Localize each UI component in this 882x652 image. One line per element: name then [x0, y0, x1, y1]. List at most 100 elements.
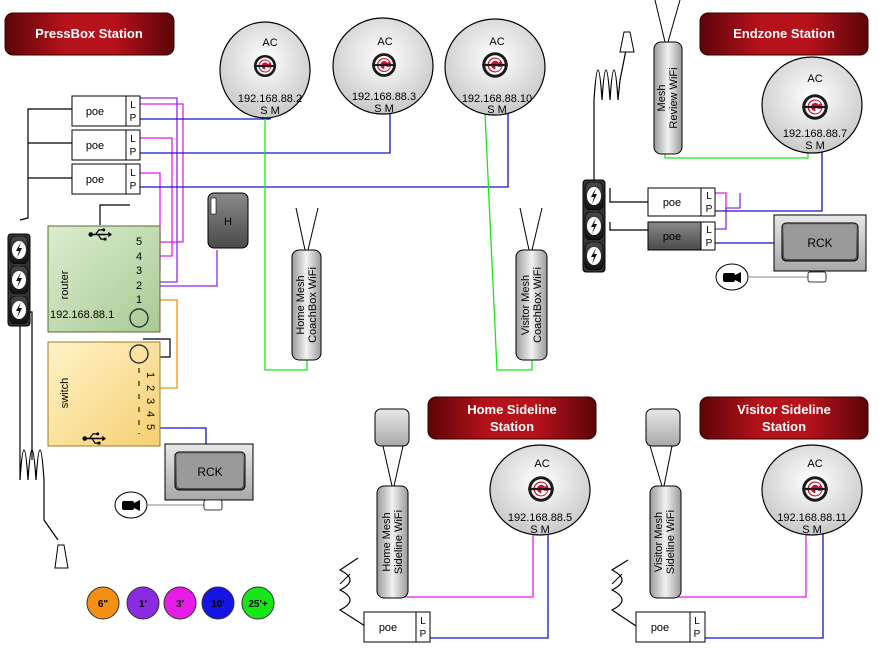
- camera-pressbox: [114, 491, 223, 519]
- svg-text:192.168.88.1: 192.168.88.1: [50, 309, 114, 321]
- svg-text:AC: AC: [807, 73, 822, 85]
- ac-logo-icon: [481, 51, 509, 79]
- ac-logo-icon: [801, 93, 829, 121]
- sideline-antenna-visitor: [645, 408, 681, 447]
- svg-text:H: H: [224, 216, 232, 228]
- svg-text:1': 1': [139, 599, 147, 610]
- svg-text:AC: AC: [377, 36, 392, 48]
- svg-text:P: P: [706, 204, 713, 215]
- svg-text:poe: poe: [379, 622, 397, 634]
- svg-text:3': 3': [176, 599, 184, 610]
- svg-text:poe: poe: [86, 174, 104, 186]
- svg-text:P: P: [130, 113, 137, 124]
- svg-text:S M: S M: [530, 524, 550, 536]
- video-camera-icon: [114, 491, 148, 519]
- poe-injector-visitor-sideline: poe L P: [635, 611, 706, 643]
- station-label-pressbox: PressBox Station: [4, 12, 175, 56]
- power-bolt-icon: [9, 236, 29, 264]
- power-bolt-icon: [9, 266, 29, 294]
- poe-injector-3: poe L P: [71, 163, 141, 195]
- svg-text:5: 5: [144, 424, 156, 430]
- poe-injector-endzone-2: poe L P: [647, 221, 716, 251]
- svg-text:Home Mesh: Home Mesh: [295, 275, 307, 334]
- svg-text:4: 4: [136, 251, 142, 263]
- svg-text:S M: S M: [802, 524, 822, 536]
- svg-text:RCK: RCK: [197, 465, 222, 479]
- access-point-7: AC 192.168.88.7 S M: [761, 56, 863, 154]
- cables-3ft: [140, 103, 807, 598]
- mesh-home-coachbox: Home Mesh CoachBox WiFi: [291, 249, 322, 361]
- power-bolt-icon: [9, 296, 29, 324]
- svg-text:S M: S M: [260, 105, 280, 117]
- legend-item-1ft: 1': [126, 586, 160, 620]
- access-point-10: AC 192.168.88.10 S M: [444, 18, 546, 116]
- svg-text:Home Sideline: Home Sideline: [467, 402, 557, 417]
- rck-unit-pressbox: RCK: [164, 443, 254, 501]
- svg-text:1: 1: [144, 372, 156, 378]
- svg-text:25'+: 25'+: [248, 599, 268, 610]
- svg-text:192.168.88.11: 192.168.88.11: [777, 512, 847, 524]
- cables-10ft: [140, 112, 824, 639]
- power-bolt-icon: [584, 212, 604, 240]
- access-point-3: AC 192.168.88.3 S M: [332, 17, 434, 115]
- svg-text:CoachBox WiFi: CoachBox WiFi: [307, 267, 319, 343]
- svg-text:PressBox Station: PressBox Station: [35, 26, 143, 41]
- camera-endzone: [715, 263, 827, 291]
- svg-text:S M: S M: [487, 104, 507, 116]
- svg-text:6": 6": [98, 599, 109, 610]
- mesh-visitor-sideline: Visitor Mesh Sideline WiFi: [649, 485, 682, 599]
- svg-text:192.168.88.2: 192.168.88.2: [238, 93, 302, 105]
- svg-text:Station: Station: [490, 419, 534, 434]
- svg-text:Visitor Mesh: Visitor Mesh: [520, 275, 532, 335]
- access-point-11: AC 192.168.88.11 S M: [761, 444, 863, 536]
- legend-item-3ft: 3': [163, 586, 197, 620]
- svg-text:AC: AC: [807, 458, 822, 470]
- svg-text:CoachBox WiFi: CoachBox WiFi: [532, 267, 544, 343]
- access-point-2: AC 192.168.88.2 S M: [219, 21, 311, 119]
- svg-text:L: L: [706, 225, 712, 236]
- legend-item-25ft: 25'+: [241, 586, 275, 620]
- svg-text:Review WiFi: Review WiFi: [668, 67, 680, 128]
- station-label-endzone: Endzone Station: [699, 12, 869, 56]
- ac-logo-icon: [801, 475, 829, 503]
- svg-text:L: L: [130, 100, 136, 111]
- station-label-home-sideline: Home Sideline Station: [427, 396, 597, 440]
- video-camera-icon: [715, 263, 749, 291]
- svg-text:poe: poe: [86, 140, 104, 152]
- poe-injector-1: poe L P: [71, 95, 141, 127]
- svg-text:switch: switch: [59, 378, 71, 409]
- svg-text:3: 3: [136, 265, 142, 277]
- svg-text:Sideline WiFi: Sideline WiFi: [393, 510, 405, 574]
- ac-logo-icon: [527, 475, 555, 503]
- legend-item-6in: 6": [86, 586, 120, 620]
- power-strip-endzone: [582, 179, 606, 273]
- svg-text:L: L: [694, 616, 700, 627]
- power-cables-endzone: [593, 49, 648, 231]
- svg-text:AC: AC: [489, 36, 504, 48]
- poe-injector-2: poe L P: [71, 129, 141, 161]
- mesh-home-sideline: Home Mesh Sideline WiFi: [376, 485, 409, 599]
- svg-text:2: 2: [136, 280, 142, 292]
- rck-unit-endzone: RCK: [773, 214, 867, 272]
- power-bolt-icon: [584, 242, 604, 270]
- router-power-port-icon: [129, 308, 149, 328]
- svg-text:P: P: [694, 629, 701, 640]
- switch-power-port-icon: [129, 344, 149, 364]
- svg-text:Station: Station: [762, 419, 806, 434]
- mesh-visitor-coachbox: Visitor Mesh CoachBox WiFi: [515, 249, 548, 361]
- cables: [13, 0, 824, 639]
- svg-text:AC: AC: [534, 458, 549, 470]
- svg-text:poe: poe: [663, 197, 681, 209]
- router: router 5 4 3 2 1 192.168.88.1: [47, 225, 161, 333]
- svg-text:Visitor Mesh: Visitor Mesh: [653, 512, 665, 572]
- svg-text:P: P: [706, 238, 713, 249]
- legend-item-10ft: 10': [201, 586, 235, 620]
- station-label-visitor-sideline: Visitor Sideline Station: [699, 396, 869, 440]
- cable-length-legend: 6" 1' 3' 10' 25'+: [86, 586, 275, 620]
- power-bolt-icon: [584, 182, 604, 210]
- svg-text:RCK: RCK: [807, 236, 832, 250]
- svg-text:L: L: [420, 616, 426, 627]
- svg-text:L: L: [130, 168, 136, 179]
- svg-text:192.168.88.5: 192.168.88.5: [508, 512, 572, 524]
